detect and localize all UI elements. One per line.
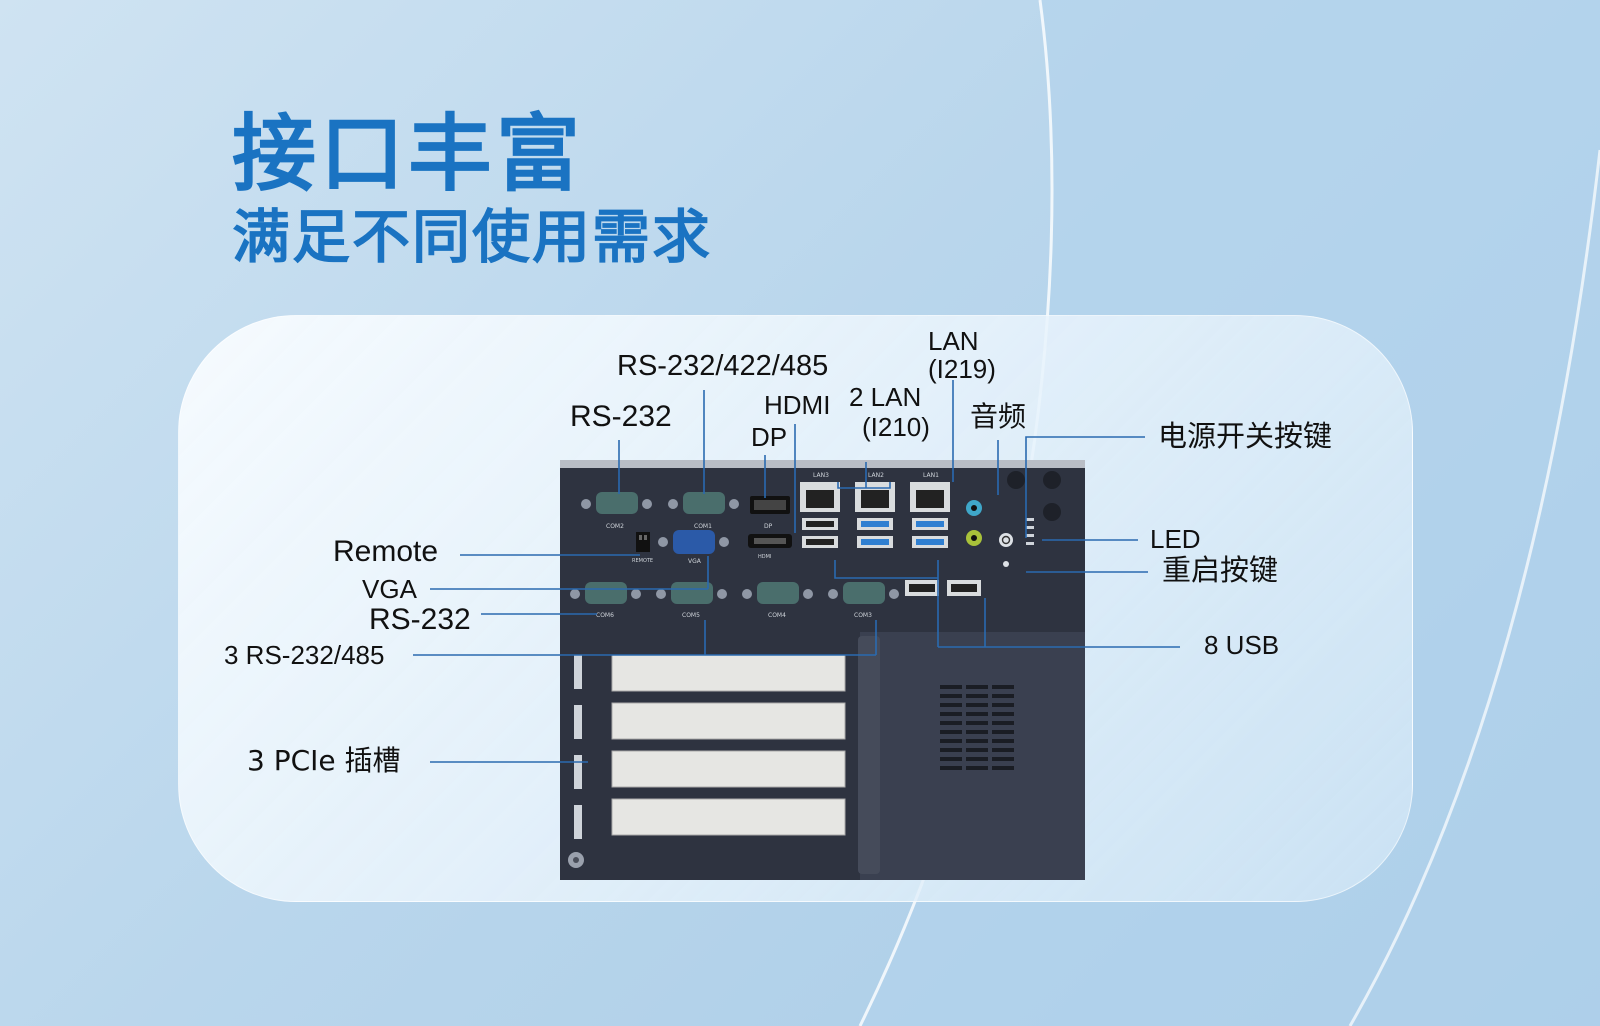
usb-rear-pair [905, 580, 981, 596]
com3-port [828, 582, 899, 604]
lan2-port [855, 482, 895, 512]
dp-port [750, 496, 790, 514]
com1-port [668, 492, 739, 514]
label-hdmi: HDMI [764, 390, 831, 420]
industrial-pc-rear-panel: COM2 COM1 DP HDMI REMOTE VGA LAN3 L [560, 460, 1085, 880]
label-3-rs232-485: 3 RS-232/485 [224, 640, 385, 670]
dp-silk: DP [764, 523, 773, 530]
lan3-port [800, 482, 840, 512]
usb-stack [802, 518, 948, 548]
label-rs232-mid: RS-232 [369, 603, 471, 636]
hdmi-silk: HDMI [758, 554, 771, 560]
vga-port [658, 530, 729, 554]
label-led: LED [1150, 524, 1201, 554]
com2-silk: COM2 [606, 523, 624, 530]
power-button [999, 533, 1013, 547]
vent-grille [940, 685, 1014, 770]
pcie-slots [574, 654, 846, 839]
label-audio: 音频 [970, 400, 1027, 433]
com3-silk: COM3 [854, 612, 872, 619]
vga-silk: VGA [688, 558, 702, 565]
audio-jacks [966, 500, 982, 546]
label-rs232-422-485: RS-232/422/485 [617, 350, 829, 382]
reset-button [1003, 561, 1009, 567]
lan1-silk: LAN1 [923, 472, 939, 479]
remote-silk: REMOTE [632, 558, 653, 564]
label-reset-button: 重启按键 [1162, 553, 1279, 587]
com2-port [581, 492, 652, 514]
page-headline: 接口丰富 [232, 105, 585, 203]
com5-silk: COM5 [682, 612, 700, 619]
lan2-silk: LAN2 [868, 472, 884, 479]
com5-port [656, 582, 727, 604]
com4-port [742, 582, 813, 604]
label-lan: LAN [928, 326, 979, 356]
label-remote: Remote [333, 535, 439, 568]
page-subheadline: 满足不同使用需求 [232, 203, 713, 271]
com6-port [570, 582, 641, 604]
label-3-pcie: 3 PCIe 插槽 [247, 744, 401, 777]
lan3-silk: LAN3 [813, 472, 829, 479]
label-lan-chip: (I219) [928, 354, 996, 384]
label-dp: DP [751, 422, 788, 452]
label-2-lan: 2 LAN [849, 382, 922, 412]
lan1-port [910, 482, 950, 512]
com4-silk: COM4 [768, 612, 786, 619]
hdmi-port [748, 534, 792, 548]
label-rs232-top: RS-232 [570, 400, 672, 433]
label-vga: VGA [362, 574, 417, 604]
label-8-usb: 8 USB [1204, 630, 1280, 660]
label-2-lan-chip: (I210) [862, 412, 930, 442]
com6-silk: COM6 [596, 612, 614, 619]
com1-silk: COM1 [694, 523, 712, 530]
remote-connector [636, 532, 650, 552]
label-power-button: 电源开关按键 [1158, 419, 1333, 453]
